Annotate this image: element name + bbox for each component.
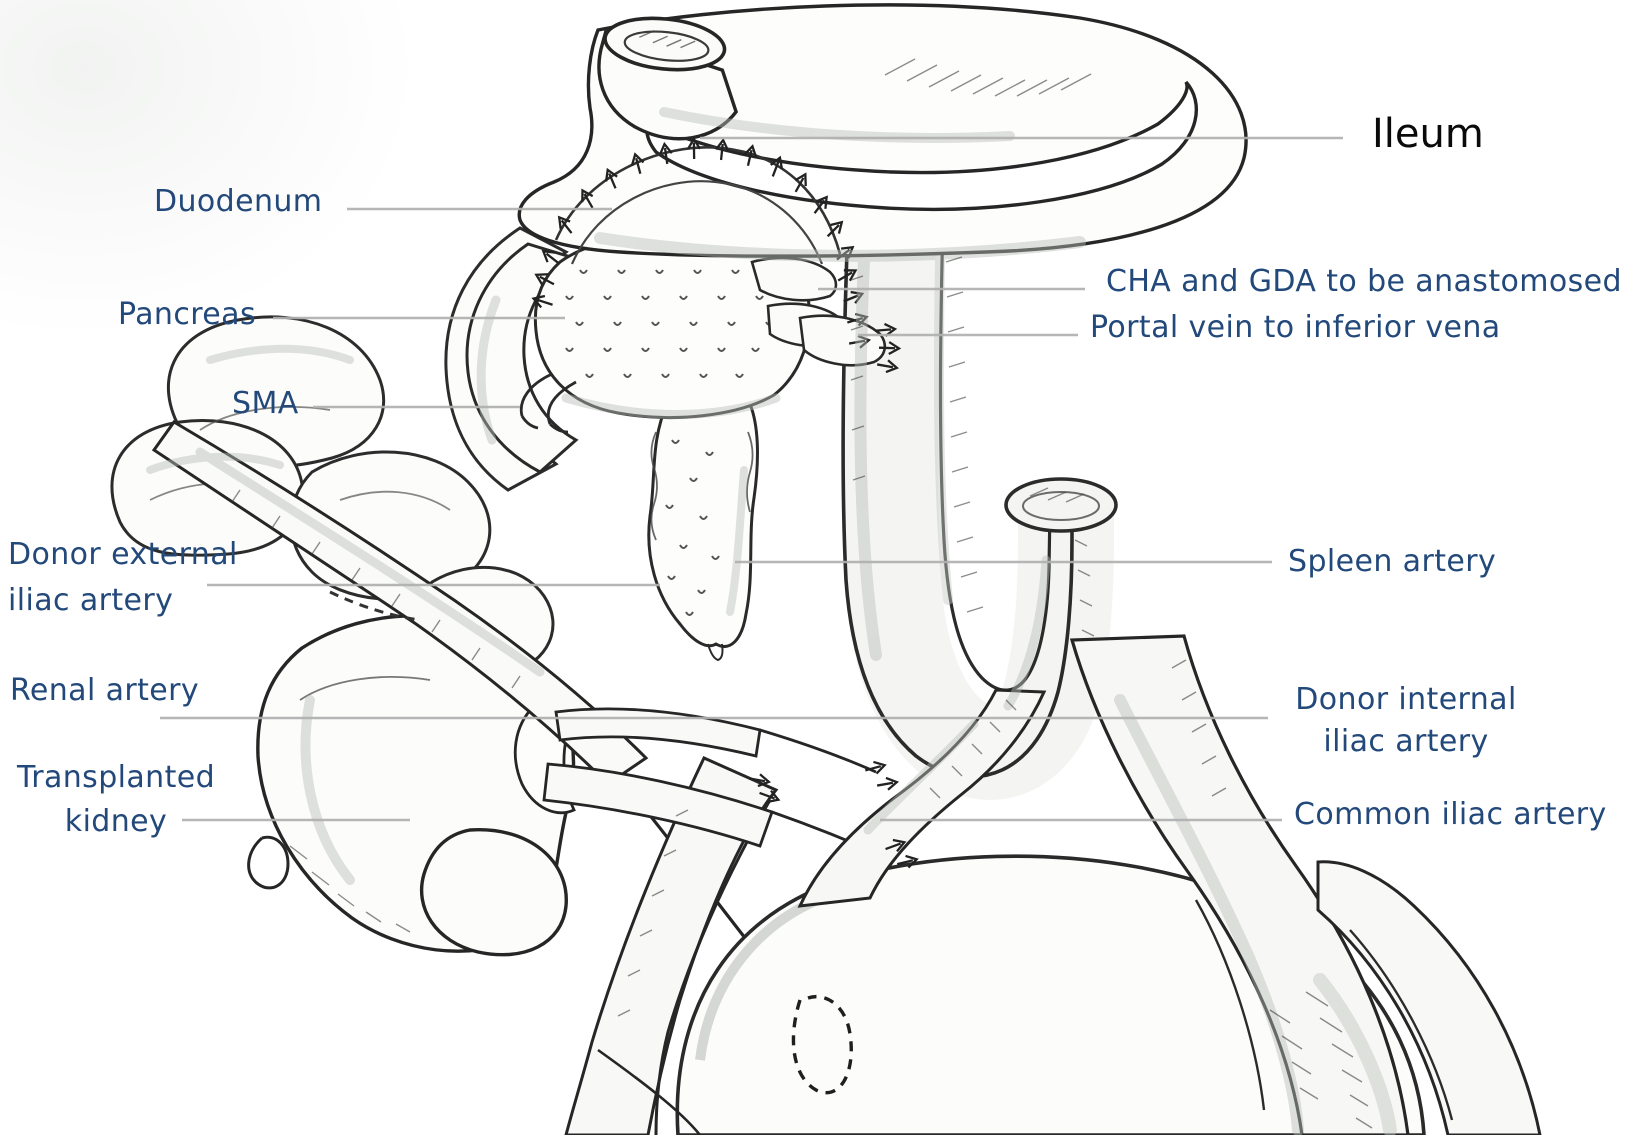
label-pancreas: Pancreas (118, 297, 256, 332)
label-common-iliac-artery: Common iliac artery (1294, 797, 1607, 832)
label-cha-gda: CHA and GDA to be anastomosed (1106, 264, 1622, 299)
label-portal-vein: Portal vein to inferior vena (1090, 310, 1501, 345)
label-transplanted-kidney: Transplanted kidney (4, 756, 228, 844)
sma-stub (519, 372, 577, 434)
bowel-stoma (597, 16, 738, 141)
label-renal-artery: Renal artery (10, 673, 200, 708)
hatching (231, 58, 1373, 1129)
label-duodenum: Duodenum (154, 184, 323, 219)
renal-vessels (542, 707, 889, 860)
label-line: iliac artery (8, 583, 174, 618)
pencil-shading (146, 107, 1397, 1135)
leader-lines (160, 136, 1343, 822)
pancreas-tail (647, 400, 759, 662)
label-spleen-artery: Spleen artery (1288, 544, 1497, 579)
label-donor-internal-iliac-artery: Donor internal iliac artery (1288, 679, 1524, 763)
ileum-loop (517, 3, 1248, 258)
portal-ivc-tube (841, 219, 1118, 800)
external-iliac-descending (564, 756, 779, 1135)
label-line: Donor internal (1295, 682, 1517, 717)
duodenum-shape (465, 242, 579, 474)
label-sma: SMA (232, 386, 299, 421)
donor-external-iliac-vessel (151, 420, 649, 786)
label-donor-external-iliac-artery: Donor external iliac artery (8, 532, 238, 624)
common-iliac-vessels (797, 634, 1542, 1135)
label-line: Transplanted (16, 760, 216, 795)
label-ileum: Ileum (1372, 111, 1484, 157)
suture-line (530, 137, 920, 872)
kidney-shape (247, 614, 576, 957)
cha-gda-stubs (750, 256, 887, 367)
label-line: kidney (64, 804, 168, 839)
label-line: Donor external (8, 537, 238, 572)
label-line: iliac artery (1323, 724, 1489, 759)
